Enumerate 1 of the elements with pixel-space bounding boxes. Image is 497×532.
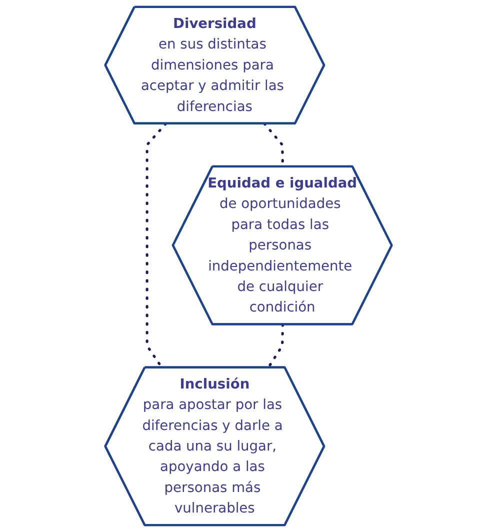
diagram: Diversidad en sus distintas dimensiones para aceptar y admitir las diferencias Equidad e igualdad de oportunidades para todas las personas independientemente de cualquier condición Inclusión para apostar por las diferencias y darle a cada una su lugar, apoyando a las personas más vulnerables [0,0,497,532]
